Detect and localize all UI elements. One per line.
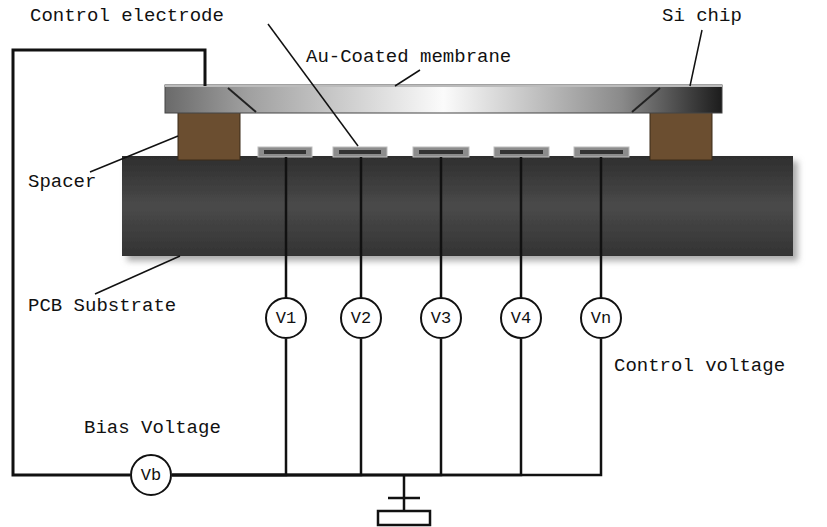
ground-symbol (378, 475, 430, 525)
part-label: Control electrode (30, 6, 224, 27)
ground-bus-wire (172, 339, 361, 475)
chip-edge (632, 88, 660, 112)
source-label: V3 (431, 309, 451, 328)
ground-bus-wire (172, 339, 286, 475)
source-label: Vn (591, 309, 611, 328)
part-label: Bias Voltage (84, 418, 221, 439)
ground-bus-wire (172, 339, 521, 475)
chip-edge (228, 88, 256, 112)
control-electrodes (258, 147, 629, 157)
voltage-source: V2 (340, 297, 382, 339)
ground-bus-wire (172, 339, 441, 475)
part-label: Control voltage (614, 356, 785, 377)
voltage-source: V1 (265, 297, 307, 339)
part-label: Si chip (662, 6, 742, 27)
part-label: Au-Coated membrane (306, 47, 511, 68)
electrode-wire (286, 157, 601, 298)
source-label: V1 (276, 309, 296, 328)
part-label: Spacer (28, 172, 96, 193)
part-label: PCB Substrate (28, 296, 176, 317)
pcb-substrate (122, 156, 793, 256)
voltage-source: V3 (420, 297, 462, 339)
source-label: V2 (351, 309, 371, 328)
spacer-block (178, 112, 240, 160)
voltage-source: V4 (500, 297, 542, 339)
source-label: V4 (511, 309, 531, 328)
au-membrane (165, 85, 722, 87)
bias-wire (13, 50, 205, 475)
ground-bus-wire (172, 339, 601, 475)
leader-line (90, 24, 702, 294)
spacer-block (650, 112, 712, 160)
si-chip (165, 85, 722, 113)
source-label: Vb (141, 466, 161, 485)
voltage-source: Vn (580, 297, 622, 339)
voltage-source: Vb (130, 454, 172, 496)
